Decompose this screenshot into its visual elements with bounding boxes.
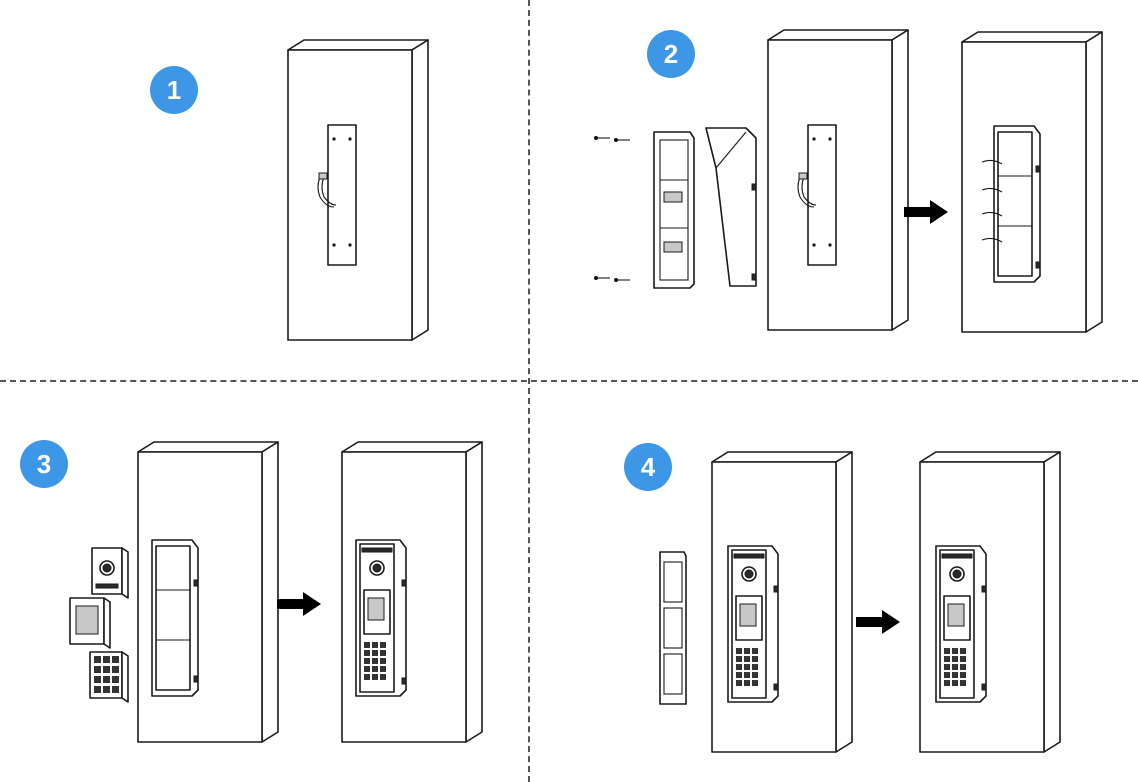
keypad-module [89,651,129,703]
vertical-divider [528,0,530,782]
step-3-wall-b [341,441,483,743]
step-1-badge: 1 [150,66,198,114]
step-2-back-box [653,131,695,289]
step-4-faceplate [659,551,687,705]
step-3-arrow [277,592,321,616]
step-3-wall-a [137,441,279,743]
step-4-wall-b [919,451,1061,753]
step-4-wall-a [711,451,853,753]
step-2-badge: 2 [647,30,695,78]
step-4-badge: 4 [624,443,672,491]
step-3-modules [69,547,129,703]
step-2-screws [594,136,630,282]
step-1-wall [287,39,429,341]
step-3-badge: 3 [20,440,68,488]
camera-module [91,547,129,599]
horizontal-divider [0,380,1138,382]
step-4-arrow [856,610,900,634]
step-2-wall-a [767,29,909,331]
card-reader-module [69,597,111,649]
step-2-wall-b [961,31,1103,333]
step-2-arrow [904,200,948,224]
step-2-cover-frame [705,127,757,287]
